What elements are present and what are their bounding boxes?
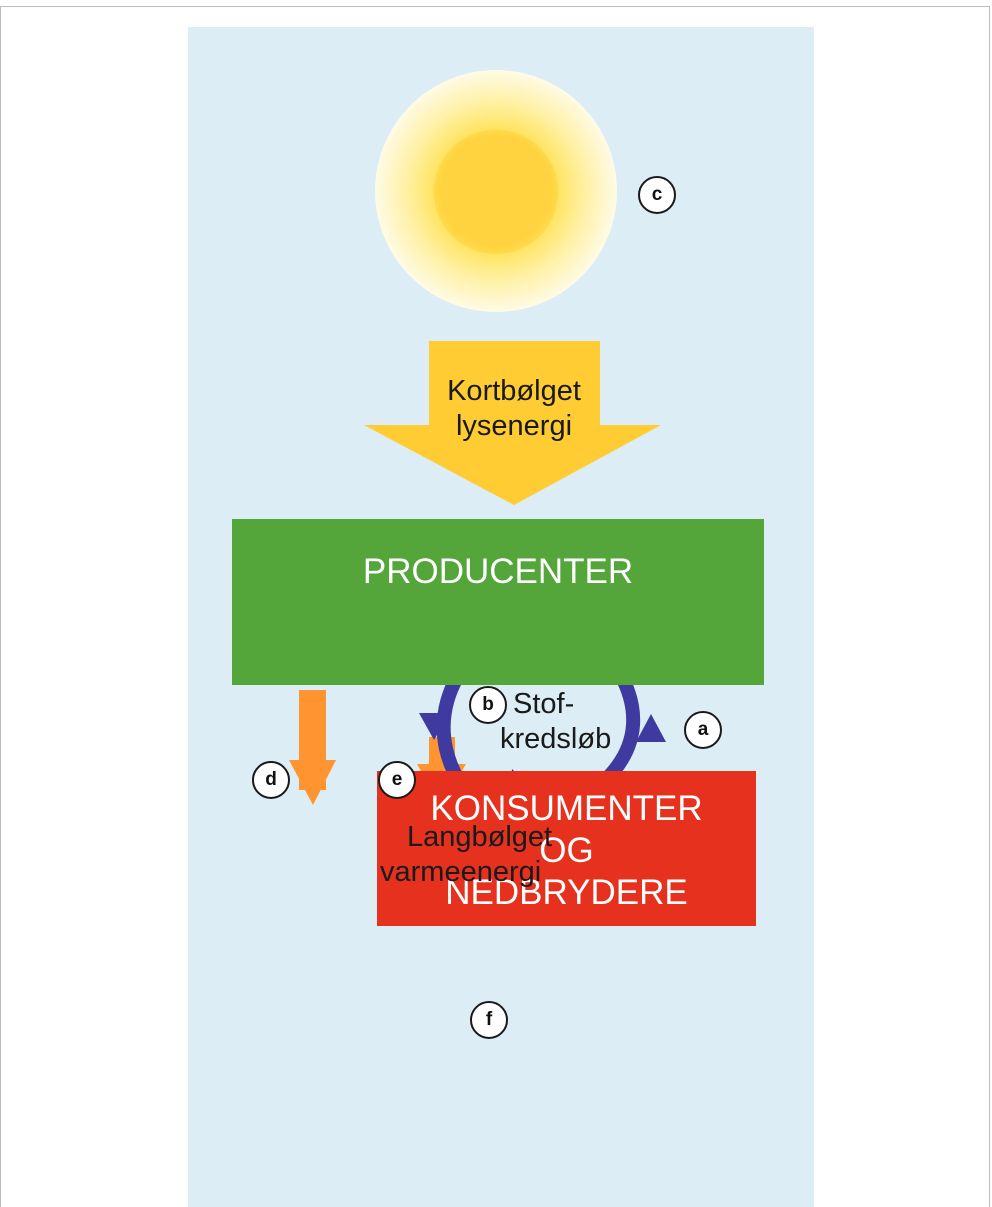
producers-label: PRODUCENTER xyxy=(362,552,634,591)
label-c: c xyxy=(638,176,676,214)
cycle-label: Stof- kredsløb xyxy=(500,687,612,757)
heat-line2: varmeenergi xyxy=(380,855,542,888)
label-b: b xyxy=(469,686,507,724)
consumers-line2: OG xyxy=(539,831,594,870)
consumers-line1: KONSUMENTER xyxy=(430,789,703,828)
label-d: d xyxy=(252,761,290,799)
light-energy-line1: Kortbølget xyxy=(447,375,581,407)
light-energy-line2: lysenergi xyxy=(455,409,573,442)
label-e: e xyxy=(378,761,416,799)
cycle-arrowhead-right-mid xyxy=(636,714,666,742)
heat-arrow-d-head xyxy=(289,760,336,805)
cycle-line2: kredsløb xyxy=(500,722,612,755)
heat-line1: Langbølget xyxy=(407,821,553,853)
producers-box: PRODUCENTER xyxy=(232,519,764,685)
label-f: f xyxy=(470,1001,508,1039)
figure-frame xyxy=(0,6,990,1207)
sun-core xyxy=(434,130,558,254)
light-energy-label: Kortbølget lysenergi xyxy=(414,374,614,444)
light-energy-arrow xyxy=(364,341,661,505)
cycle-line1: Stof- xyxy=(513,688,575,720)
consumers-box: KONSUMENTER OG NEDBRYDERE xyxy=(377,771,756,926)
cycle-arrowhead-left-mid xyxy=(419,713,450,740)
label-a: a xyxy=(684,711,722,749)
heat-energy-label: Langbølget varmeenergi xyxy=(380,820,580,890)
consumers-line3: NEDBRYDERE xyxy=(445,873,688,912)
